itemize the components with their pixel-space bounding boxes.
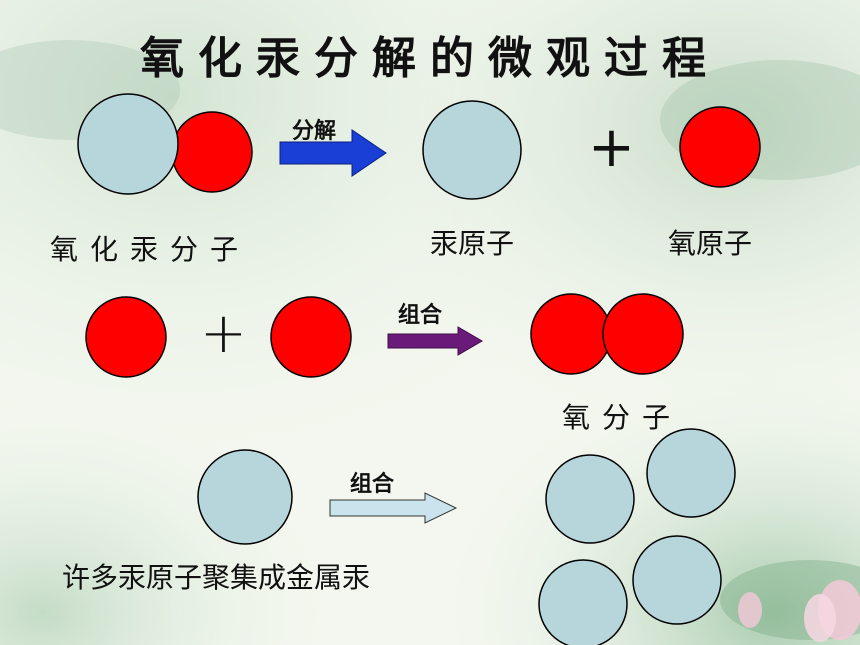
decompose-arrow (279, 129, 387, 177)
metal-mercury-cluster (538, 428, 736, 645)
lotus-flower-icon (738, 580, 860, 642)
oxygen-atom-shape (171, 111, 253, 193)
combine-arrow-mercury (329, 492, 458, 524)
oxygen-atom-product (679, 106, 761, 188)
combine-arrow-oxygen (387, 326, 483, 356)
mercury-atom-shape (646, 428, 736, 518)
mercury-atom-product (422, 100, 522, 200)
decompose-label: 分解 (292, 119, 337, 144)
page-title: 氧化汞分解的微观过程 (140, 33, 720, 84)
plus-sign-top: + (588, 115, 635, 180)
oxygen-molecule (530, 293, 684, 375)
mercury-atom-shape (545, 454, 635, 544)
mercury-atom-single (197, 449, 293, 545)
combine-label-mercury: 组合 (350, 472, 395, 497)
mercury-atom-shape (632, 535, 722, 625)
oxygen-atom-shape (602, 293, 684, 375)
metal-mercury-label: 许多汞原子聚集成金属汞 (62, 561, 371, 594)
oxygen-atom-left (85, 296, 167, 378)
oxygen-atom-right (270, 296, 352, 378)
combine-label-oxygen: 组合 (398, 303, 443, 328)
mercury-oxide-molecule (77, 93, 253, 195)
plus-sign-middle: + (200, 301, 247, 366)
oxygen-molecule-label: 氧分子 (562, 401, 683, 434)
oxygen-atom-label: 氧原子 (668, 227, 753, 260)
mercury-atom-label: 汞原子 (430, 227, 515, 260)
mercury-oxide-molecule-label: 氧化汞分子 (50, 233, 251, 266)
oxygen-atom-shape (530, 293, 612, 375)
mercury-atom-shape (77, 93, 179, 195)
mercury-atom-shape (538, 559, 628, 645)
